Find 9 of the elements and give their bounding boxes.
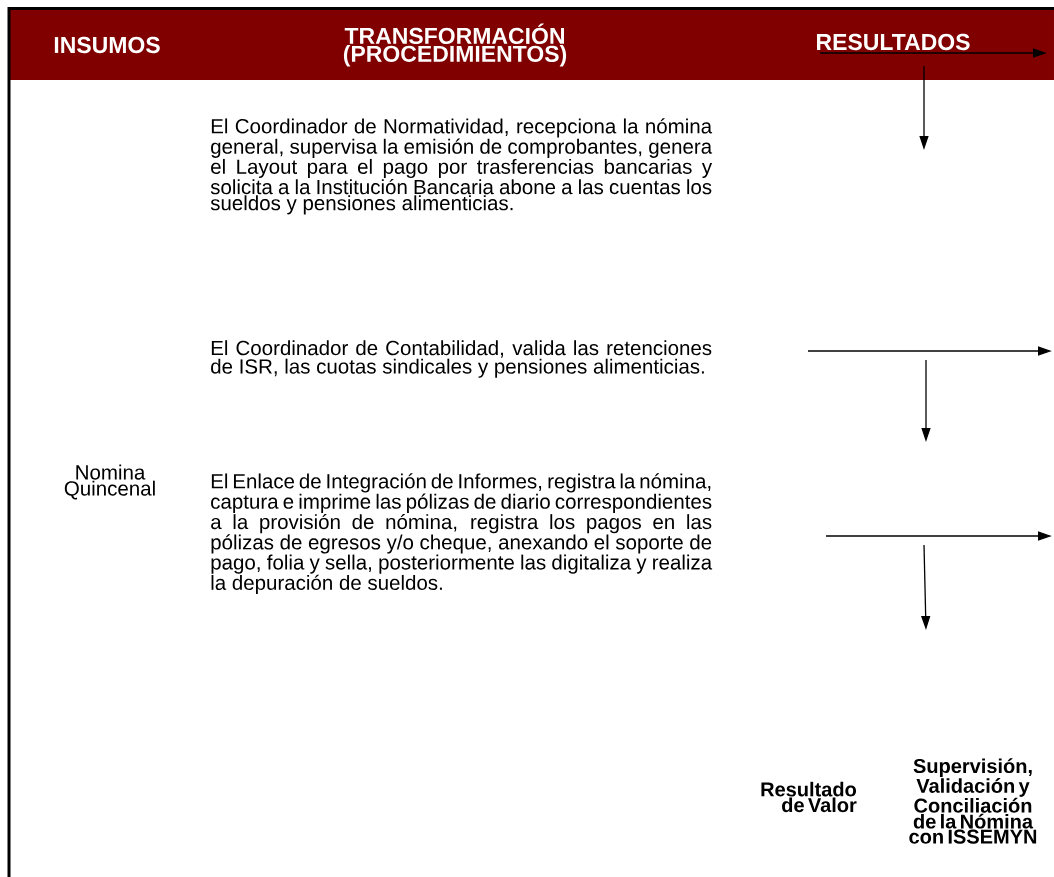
column-header: INSUMOS [54,36,160,54]
result-label: Resultado de Valor [761,781,857,813]
result-label: Supervisión, Validación y Conciliación de la Nómina con ISSEMYN [909,758,1037,844]
paragraph: El Enlace de Integración de Informes, registra la nómina, captura e imprime las pólizas de diario correspondientes a la provisión de nómina, registra los pagos en las pólizas de egresos y/o cheque, anexando el soporte de pago, folia y sella, posteriormente las digitaliza y realiza la depuración de sueldos. [211,473,713,595]
input-label: Nomina Quincenal [64,464,155,500]
paragraph: El Coordinador de Normatividad, recepciona la nómina general, supervisa la emisión de comprobantes, genera el Layout para el pago por trasferencias bancarias y solicita a la Institución Bancaria abone a las cuentas los sueldos y pensiones alimenticias. [210,118,713,215]
column-header: RESULTADOS [817,33,970,51]
paragraph: El Coordinador de Contabilidad, valida las retenciones de ISR, las cuotas sindicales y pensiones alimenticias. [211,340,712,378]
column-header: TRANSFORMACIÓN (PROCEDIMIENTOS) [343,23,567,67]
